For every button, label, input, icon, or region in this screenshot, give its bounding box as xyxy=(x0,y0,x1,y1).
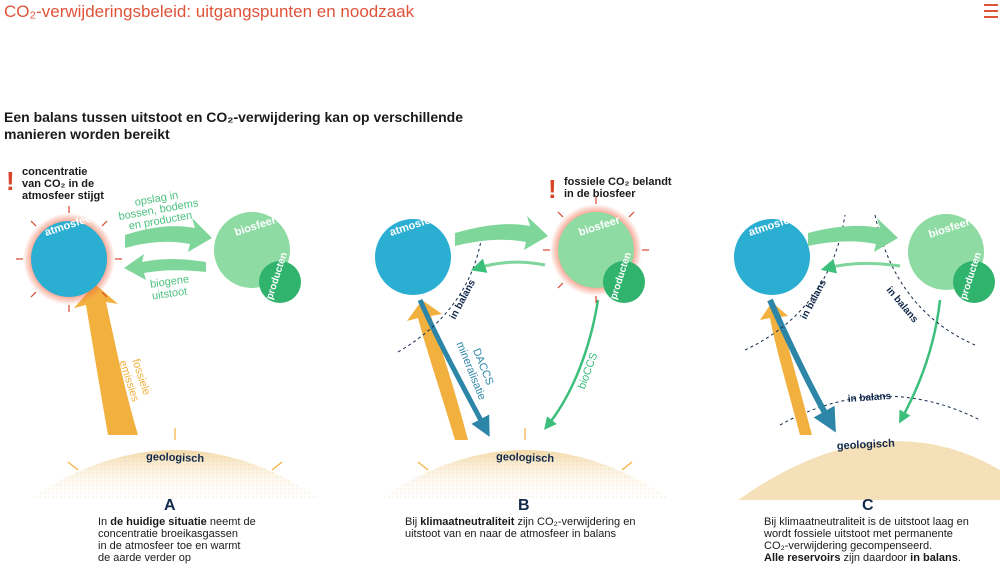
caption-a-line4: de aarde verder op xyxy=(98,552,191,564)
panel-letter-c: C xyxy=(862,497,874,514)
caption-a-line2: concentratie broeikasgassen xyxy=(98,528,239,540)
page-title: CO₂-verwijderingsbeleid: uitgangspunten … xyxy=(4,2,415,21)
caption-c-line2: wordt fossiele uitstoot met permanente xyxy=(764,528,953,540)
daccs-arrow-b xyxy=(417,298,490,437)
storage-arrow-a xyxy=(125,218,212,252)
warning-text-a: concentratie van CO₂ in de atmosfeer sti… xyxy=(22,166,104,202)
atmosphere-circle-a xyxy=(31,221,107,297)
biogenic-label-a-1: biogene xyxy=(149,273,189,290)
balance-line-c-right xyxy=(874,214,976,346)
warning-text-b: fossiele CO₂ belandt in de biosfeer xyxy=(564,176,672,200)
caption-b-line1: Bij klimaatneutraliteit zijn CO₂-verwijd… xyxy=(405,516,636,528)
atmosphere-circle-b xyxy=(375,219,451,295)
in-balance-label-b: in balans xyxy=(448,278,478,322)
warning-line: van CO₂ in de xyxy=(22,178,95,190)
caption-c-line3: CO₂-verwijdering gecompenseerd. xyxy=(764,540,933,552)
fossil-emissions-arrow-b xyxy=(407,300,468,440)
in-balance-label-c-right: in balans xyxy=(884,285,921,326)
geological-label-c: geologisch xyxy=(837,437,896,452)
panel-b xyxy=(375,197,672,500)
balance-line-c-bottom xyxy=(779,395,981,426)
warning-line: in de biosfeer xyxy=(564,188,636,200)
fossil-emissions-arrow-a xyxy=(74,284,138,435)
warning-icon-b: ! xyxy=(548,174,557,204)
biogenic-label-a-2: uitstoot xyxy=(151,286,188,303)
removal-arrow-c xyxy=(767,298,836,433)
bioccs-arrow-b xyxy=(544,299,600,430)
geological-label-a: geologisch xyxy=(146,451,205,465)
panel-letter-b: B xyxy=(518,497,530,514)
diagram-headline: Een balans tussen uitstoot en CO₂-verwij… xyxy=(4,109,463,142)
caption-b-line2: uitstoot van en naar de atmosfeer in bal… xyxy=(405,528,616,540)
caption-c-line1: Bij klimaatneutraliteit is de uitstoot l… xyxy=(764,516,969,528)
caption-c-line4: Alle reservoirs zijn daardoor in balans. xyxy=(764,552,961,564)
panel-c xyxy=(734,214,1000,500)
hamburger-menu-icon[interactable] xyxy=(984,4,998,20)
biogenic-arrow-a xyxy=(124,254,206,280)
fossil-emissions-arrow-c xyxy=(760,302,812,435)
balance-line-b xyxy=(397,234,483,353)
caption-a-line1: In de huidige situatie neemt de xyxy=(98,516,256,528)
caption-a-line3: in de atmosfeer toe en warmt xyxy=(98,540,241,552)
caption-a: In de huidige situatie neemt de concentr… xyxy=(98,516,298,564)
warning-line: concentratie xyxy=(22,166,88,178)
panel-letter-a: A xyxy=(164,497,176,514)
atmosphere-circle-c xyxy=(734,219,810,295)
products-circle-b xyxy=(603,261,645,303)
panel-a xyxy=(16,206,322,500)
caption-c: Bij klimaatneutraliteit is de uitstoot l… xyxy=(764,516,999,564)
warning-icon-a: ! xyxy=(6,166,15,196)
in-balance-label-c-bottom: in balans xyxy=(847,391,891,405)
in-balance-label-c-left: in balans xyxy=(799,278,829,322)
geological-label-b: geologisch xyxy=(496,451,555,465)
warning-line: fossiele CO₂ belandt xyxy=(564,176,672,188)
caption-b: Bij klimaatneutraliteit zijn CO₂-verwijd… xyxy=(405,516,665,540)
products-circle-c xyxy=(953,261,995,303)
warning-line: atmosfeer stijgt xyxy=(22,190,104,202)
products-circle-a xyxy=(259,261,301,303)
storage-arrow-b xyxy=(455,216,548,250)
